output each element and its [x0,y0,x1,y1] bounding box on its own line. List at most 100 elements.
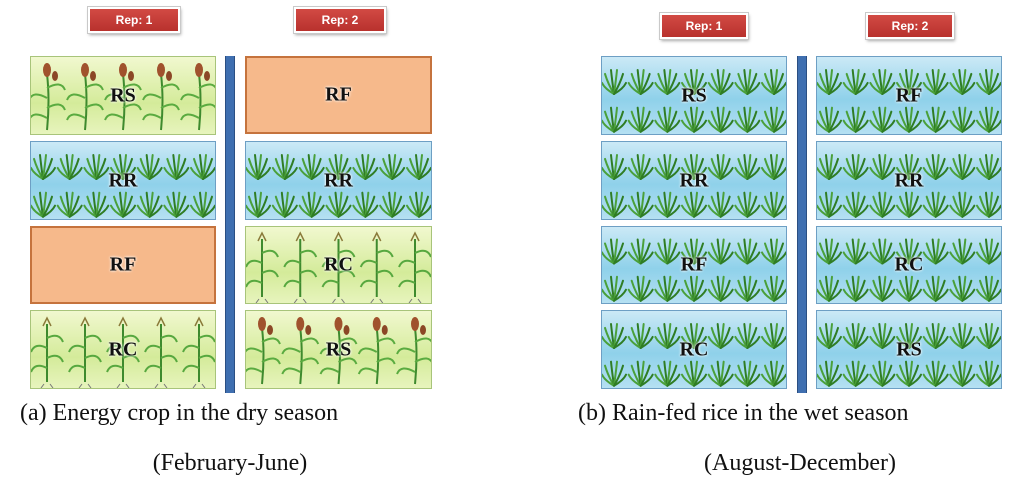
plot-plants [246,153,431,218]
block-divider [225,56,235,393]
rice-seedling-icon [949,106,976,133]
rice-seedling-icon [707,153,734,180]
plot-label: RF [895,84,923,106]
sorghum-plant-icon [246,317,281,385]
plot-label: RC [894,253,924,276]
rice-seedling-icon [681,68,707,95]
rice-seedling-icon [654,68,681,95]
block-divider [797,56,807,393]
rice-seedling-icon [707,106,734,133]
rice-seedling-icon [627,191,654,218]
sorghum-plant-icon [281,317,320,385]
plot-plants [817,153,1001,218]
rice-seedling-icon [842,68,869,95]
plot-label: RC [108,338,138,360]
sorghum-plant-icon [142,63,180,131]
rice-seedling-icon [271,191,298,218]
plot-label: RR [324,169,353,191]
rice-seedling-icon [842,191,869,218]
rice-seedling-icon [56,153,83,180]
rice-seedling-icon [922,191,949,218]
corn-plant-icon [321,231,356,303]
rice-seedling-icon [707,191,734,218]
rice-seedling-icon [734,360,761,387]
rice-seedling-icon [602,106,627,133]
rice-seedling-icon [761,191,786,218]
rice-seedling-icon [896,68,922,95]
rice-seedling-icon [976,238,1001,265]
plot-a-rep1-4: RC [30,310,216,389]
plot-plants [31,63,215,131]
plot-label: RC [324,253,353,276]
rice-seedling-icon [896,322,922,349]
plot-plants [31,153,215,218]
rice-seedling-icon [654,360,681,387]
rice-seedling-icon [761,153,786,180]
rice-seedling-icon [922,360,949,387]
rice-seedling-icon [976,360,1001,387]
rice-seedling-icon [136,191,163,218]
rice-seedling-icon [325,153,352,180]
rice-seedling-icon [949,191,976,218]
plot-a-rep1-3: RF [30,226,216,304]
caption-b-period: (August-December) [704,450,896,476]
plot-b-rep2-1: RF [816,56,1002,135]
rice-seedling-icon [842,360,869,387]
rice-seedling-icon [761,68,786,95]
rice-seedling-icon [949,360,976,387]
rice-seedling-icon [31,191,56,218]
caption-b: (b) Rain-fed rice in the wet season [578,400,909,426]
rice-seedling-icon [406,191,431,218]
plot-b-rep2-2: RR [816,141,1002,220]
rice-seedling-icon [896,275,922,302]
corn-plant-icon [398,231,431,303]
rice-seedling-icon [976,153,1001,180]
rice-seedling-icon [83,153,110,180]
plot-label: RF [680,253,708,276]
corn-plant-icon [144,316,178,388]
corn-plant-icon [359,231,394,303]
rice-seedling-icon [976,68,1001,95]
sorghum-plant-icon [66,63,104,131]
rep-label-1: Rep: 1 [660,13,748,39]
plot-plants [602,322,786,387]
rice-seedling-icon [246,191,271,218]
rice-seedling-icon [654,153,681,180]
plot-b-rep2-4: RS [816,310,1002,389]
rice-seedling-icon [949,68,976,95]
caption-a: (a) Energy crop in the dry season [20,400,339,426]
plot-b-rep2-3: RC [816,226,1002,304]
rice-seedling-icon [896,191,922,218]
plot-label: RS [110,84,136,106]
rice-seedling-icon [817,360,842,387]
rice-seedling-icon [654,275,681,302]
rice-seedling-icon [681,106,707,133]
plot-label: RS [896,338,922,360]
rice-seedling-icon [654,191,681,218]
rice-seedling-icon [976,322,1001,349]
rice-seedling-icon [922,153,949,180]
rice-seedling-icon [869,153,896,180]
rice-seedling-icon [949,322,976,349]
rice-seedling-icon [707,360,734,387]
corn-plant-icon [283,231,318,303]
plot-label: RF [109,253,137,276]
plot-label: RR [108,169,138,191]
plot-b-rep1-2: RR [601,141,787,220]
plot-a-rep1-1: RS [30,56,216,135]
rice-seedling-icon [896,153,922,180]
plot-plants [31,316,215,388]
plot-a-rep2-2: RR [245,141,432,220]
rice-seedling-icon [406,153,431,180]
rice-seedling-icon [110,191,136,218]
rice-seedling-icon [922,238,949,265]
rice-seedling-icon [190,191,215,218]
rice-seedling-icon [734,275,761,302]
rice-seedling-icon [654,322,681,349]
plot-plants [817,322,1001,387]
rice-seedling-icon [654,106,681,133]
rice-seedling-icon [56,191,83,218]
corn-plant-icon [246,231,279,303]
rice-seedling-icon [761,360,786,387]
rice-seedling-icon [817,275,842,302]
